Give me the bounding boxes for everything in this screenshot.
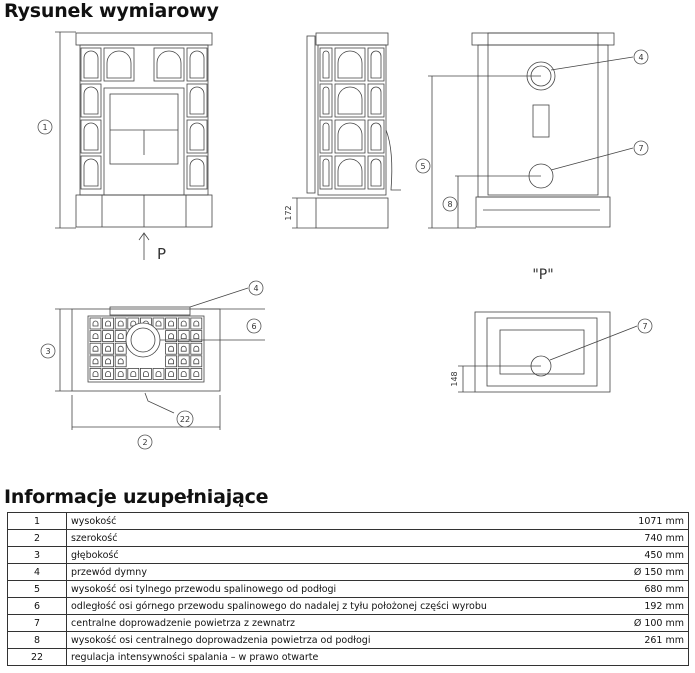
row-description: regulacja intensywności spalania – w pra… <box>66 648 600 666</box>
dim-148: 148 <box>450 371 459 386</box>
row-description: wysokość osi centralnego doprowadzenia p… <box>66 631 600 649</box>
dim-172: 172 <box>284 205 293 220</box>
row-description: wysokość osi tylnego przewodu spalinoweg… <box>66 580 600 598</box>
info-title: Informacje uzupełniające <box>4 486 269 508</box>
callout-6: 6 <box>251 322 256 331</box>
row-description: przewód dymny <box>66 563 600 581</box>
row-number: 8 <box>7 631 67 649</box>
row-value: 261 mm <box>600 631 689 649</box>
row-number: 7 <box>7 614 67 632</box>
drawing-title: Rysunek wymiarowy <box>4 0 219 22</box>
callout-5: 5 <box>420 162 425 171</box>
row-value: 740 mm <box>600 529 689 547</box>
dimension-drawing: 1 4 7 5 8 4 6 3 22 2 7 172 148 P "P" <box>37 31 653 450</box>
row-number: 1 <box>7 512 67 530</box>
callout-4-top: 4 <box>253 284 258 293</box>
row-number: 2 <box>7 529 67 547</box>
row-description: centralne doprowadzenie powietrza z zewn… <box>66 614 600 632</box>
row-number: 6 <box>7 597 67 615</box>
row-value <box>600 648 689 666</box>
view-p-label: "P" <box>532 267 553 283</box>
callout-3: 3 <box>45 347 50 356</box>
callout-7-back: 7 <box>638 144 643 153</box>
row-description: szerokość <box>66 529 600 547</box>
callout-22: 22 <box>180 415 190 424</box>
callout-1: 1 <box>42 123 47 132</box>
row-value: Ø 100 mm <box>600 614 689 632</box>
front-view <box>55 31 213 260</box>
row-number: 3 <box>7 546 67 564</box>
top-view <box>55 287 265 430</box>
row-value: Ø 150 mm <box>600 563 689 581</box>
side-view <box>292 32 401 229</box>
row-number: 5 <box>7 580 67 598</box>
callout-2: 2 <box>142 438 147 447</box>
row-description: odległość osi górnego przewodu spalinowe… <box>66 597 600 615</box>
row-number: 4 <box>7 563 67 581</box>
callout-8: 8 <box>447 200 452 209</box>
bottom-view <box>458 311 638 393</box>
row-description: głębokość <box>66 546 600 564</box>
row-value: 1071 mm <box>600 512 689 530</box>
row-value: 680 mm <box>600 580 689 598</box>
callout-7-bottom: 7 <box>642 322 647 331</box>
row-description: wysokość <box>66 512 600 530</box>
row-value: 192 mm <box>600 597 689 615</box>
row-value: 450 mm <box>600 546 689 564</box>
callout-4-back: 4 <box>638 53 643 62</box>
row-number: 22 <box>7 648 67 666</box>
view-arrow-p: P <box>157 245 166 263</box>
back-view <box>428 32 634 229</box>
